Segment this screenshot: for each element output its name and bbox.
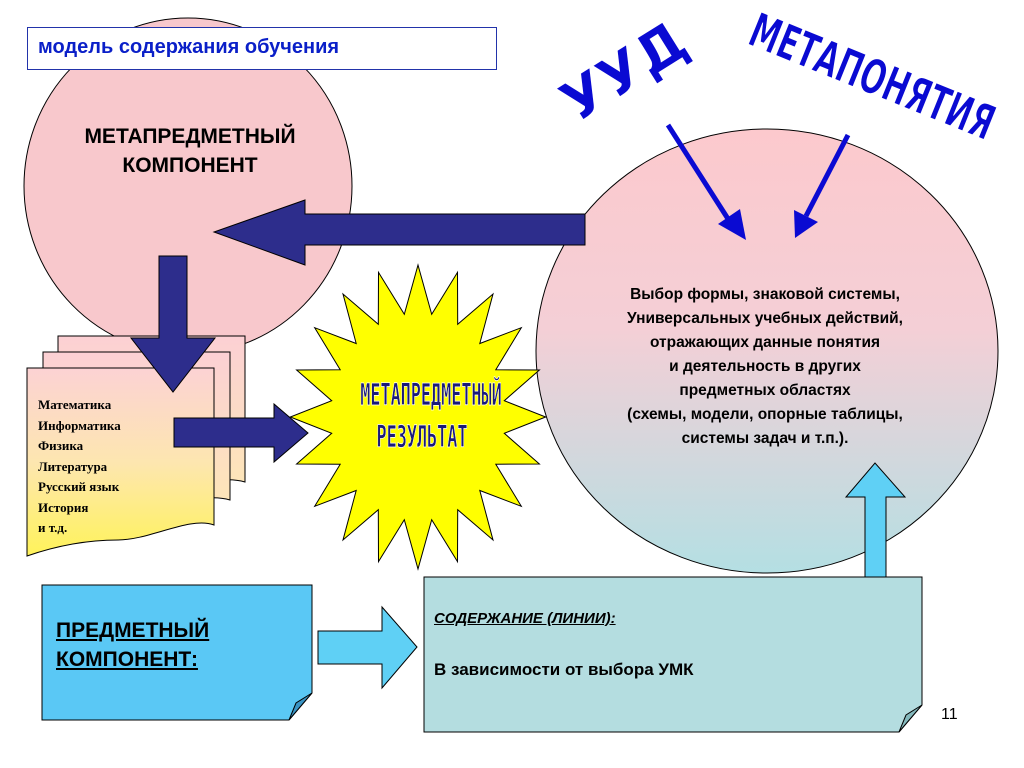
- slide-title-box: модель содержания обучения: [27, 27, 497, 70]
- content-value: В зависимости от выбора УМК: [434, 660, 694, 679]
- subjects-document-stack: [26, 335, 246, 557]
- subjects-list: Математика Информатика Физика Литература…: [38, 395, 121, 539]
- list-item: Информатика: [38, 417, 121, 433]
- choice-line: Универсальных учебных действий,: [627, 310, 903, 327]
- metasubject-component-label: МЕТАПРЕДМЕТНЫЙ КОМПОНЕНТ: [60, 122, 320, 180]
- arrow-to-metasubject: [212, 199, 586, 266]
- choice-line: и деятельность в других: [669, 358, 861, 375]
- arrow-down-to-subjects: [129, 255, 217, 393]
- choice-description: Выбор формы, знаковой системы, Универсал…: [560, 283, 970, 451]
- subject-component-note: [41, 584, 313, 721]
- subject-component-line-2: КОМПОНЕНТ:: [56, 648, 198, 671]
- list-item: Русский язык: [38, 479, 120, 494]
- arrow-to-result: [173, 402, 309, 464]
- result-line-2: РЕЗУЛЬТАТ: [377, 419, 468, 455]
- choice-line: предметных областях: [679, 382, 851, 399]
- page-number: 11: [941, 706, 958, 723]
- result-line-1: МЕТАПРЕДМЕТНЫЙ: [360, 377, 502, 413]
- subject-component-line-1: ПРЕДМЕТНЫЙ: [56, 619, 210, 642]
- metasubject-line-1: МЕТАПРЕДМЕТНЫЙ: [84, 125, 296, 148]
- slide-title: модель содержания обучения: [38, 36, 340, 58]
- content-label: СОДЕРЖАНИЕ (ЛИНИИ):: [434, 610, 616, 627]
- list-item: Литература: [38, 458, 108, 474]
- metaconcepts-arrow: [794, 133, 851, 238]
- result-star: [288, 263, 548, 571]
- list-item: Математика: [38, 397, 112, 412]
- metasubject-line-2: КОМПОНЕНТ: [122, 154, 258, 177]
- choice-line: системы задач и т.п.).: [681, 430, 849, 447]
- choice-circle: [535, 128, 999, 574]
- choice-line: отражающих данные понятия: [649, 334, 881, 351]
- subject-component-label: ПРЕДМЕТНЫЙ КОМПОНЕНТ:: [56, 616, 209, 674]
- content-note: [423, 576, 923, 733]
- list-item: и т.д.: [38, 520, 68, 535]
- uud-arrow: [665, 123, 746, 240]
- choice-line: Выбор формы, знаковой системы,: [630, 286, 900, 303]
- list-item: История: [38, 499, 89, 515]
- uud-wordart: УУД: [549, 9, 699, 136]
- arrow-to-content: [317, 605, 418, 690]
- choice-line: (схемы, модели, опорные таблицы,: [627, 406, 903, 423]
- list-item: Физика: [38, 438, 84, 453]
